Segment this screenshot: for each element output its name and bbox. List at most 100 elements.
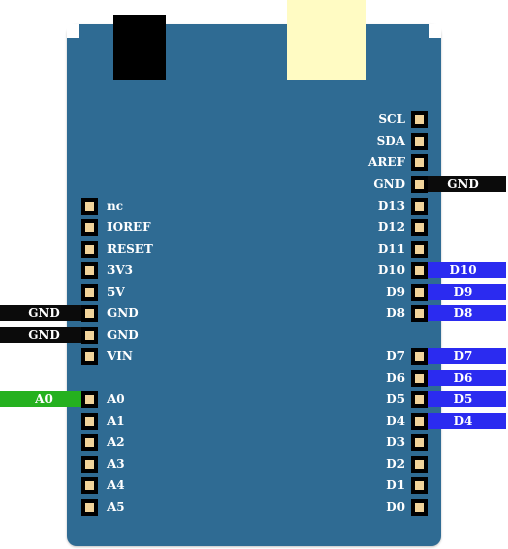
pin-label: A1: [107, 414, 125, 428]
pin-pad: [415, 266, 424, 275]
pin-pad: [85, 395, 94, 404]
pin-right-4[interactable]: [411, 198, 428, 215]
pin-label: A2: [107, 435, 125, 449]
pin-pad: [415, 137, 424, 146]
pin-left-3[interactable]: [81, 262, 98, 279]
pin-label: 5V: [107, 285, 125, 299]
pin-right-0[interactable]: [411, 111, 428, 128]
wire-d10: D10: [420, 262, 506, 278]
pin-label: GND: [107, 306, 139, 320]
pin-pad: [415, 115, 424, 124]
pin-label: D3: [386, 435, 405, 449]
wire-a0: A0: [0, 391, 88, 407]
pin-left-11[interactable]: [81, 456, 98, 473]
pin-pad: [85, 438, 94, 447]
pin-label: 3V3: [107, 263, 134, 277]
pin-left-9[interactable]: [81, 413, 98, 430]
pin-right-12[interactable]: [411, 391, 428, 408]
pin-pad: [415, 202, 424, 211]
pin-right-9[interactable]: [411, 305, 428, 322]
wire-gnd: GND: [0, 327, 88, 343]
pin-pad: [415, 180, 424, 189]
pin-right-8[interactable]: [411, 284, 428, 301]
pin-pad: [85, 503, 94, 512]
pin-pad: [415, 395, 424, 404]
pin-label: D4: [386, 414, 405, 428]
pin-pad: [415, 158, 424, 167]
pin-pad: [415, 438, 424, 447]
wire-gnd: GND: [420, 176, 506, 192]
pin-pad: [85, 245, 94, 254]
pin-right-14[interactable]: [411, 434, 428, 451]
pin-label: SCL: [378, 112, 405, 126]
pin-label: AREF: [368, 155, 405, 169]
pin-label: D2: [386, 457, 405, 471]
board-corner-notch: [67, 24, 79, 38]
pin-pad: [85, 352, 94, 361]
pin-right-2[interactable]: [411, 154, 428, 171]
pin-label: A3: [107, 457, 125, 471]
pin-left-10[interactable]: [81, 434, 98, 451]
pin-pad: [415, 352, 424, 361]
pin-pad: [85, 481, 94, 490]
pin-pad: [415, 417, 424, 426]
pin-pad: [85, 331, 94, 340]
pin-pad: [85, 266, 94, 275]
pin-pad: [85, 202, 94, 211]
pin-pad: [415, 245, 424, 254]
pin-right-3[interactable]: [411, 176, 428, 193]
pin-right-6[interactable]: [411, 241, 428, 258]
wire-d6: D6: [420, 370, 506, 386]
pin-pad: [415, 374, 424, 383]
pin-label: D12: [377, 220, 405, 234]
pin-label: D5: [386, 392, 405, 406]
pin-pad: [415, 460, 424, 469]
pin-left-6[interactable]: [81, 327, 98, 344]
pin-pad: [415, 288, 424, 297]
pin-left-4[interactable]: [81, 284, 98, 301]
pin-pad: [415, 481, 424, 490]
wire-gnd: GND: [0, 305, 88, 321]
pin-pad: [85, 309, 94, 318]
board-corner-notch: [429, 24, 441, 38]
wire-d9: D9: [420, 284, 506, 300]
pin-left-12[interactable]: [81, 477, 98, 494]
pin-label: D0: [386, 500, 405, 514]
wire-d4: D4: [420, 413, 506, 429]
pin-label: GND: [107, 328, 139, 342]
pin-left-0[interactable]: [81, 198, 98, 215]
pin-label: A5: [107, 500, 125, 514]
pin-right-7[interactable]: [411, 262, 428, 279]
pin-label: RESET: [107, 242, 153, 256]
pin-right-16[interactable]: [411, 477, 428, 494]
pin-right-5[interactable]: [411, 219, 428, 236]
arduino-board: [67, 24, 441, 546]
pin-label: D8: [386, 306, 405, 320]
pin-right-17[interactable]: [411, 499, 428, 516]
pin-label: D11: [377, 242, 405, 256]
pin-label: D7: [386, 349, 405, 363]
pin-right-15[interactable]: [411, 456, 428, 473]
pin-left-13[interactable]: [81, 499, 98, 516]
pin-left-5[interactable]: [81, 305, 98, 322]
power-jack: [113, 15, 166, 80]
pin-right-11[interactable]: [411, 370, 428, 387]
pin-label: D1: [386, 478, 405, 492]
pin-label: GND: [373, 177, 405, 191]
pin-left-7[interactable]: [81, 348, 98, 365]
pin-label: A4: [107, 478, 125, 492]
pin-pad: [415, 503, 424, 512]
pin-label: SDA: [376, 134, 405, 148]
pin-label: A0: [107, 392, 125, 406]
pin-label: nc: [107, 199, 124, 213]
pin-pad: [85, 223, 94, 232]
pin-pad: [85, 460, 94, 469]
pin-left-1[interactable]: [81, 219, 98, 236]
pin-left-8[interactable]: [81, 391, 98, 408]
pin-right-1[interactable]: [411, 133, 428, 150]
pin-label: D10: [377, 263, 405, 277]
pin-left-2[interactable]: [81, 241, 98, 258]
pin-right-13[interactable]: [411, 413, 428, 430]
pin-right-10[interactable]: [411, 348, 428, 365]
pin-label: IOREF: [107, 220, 151, 234]
